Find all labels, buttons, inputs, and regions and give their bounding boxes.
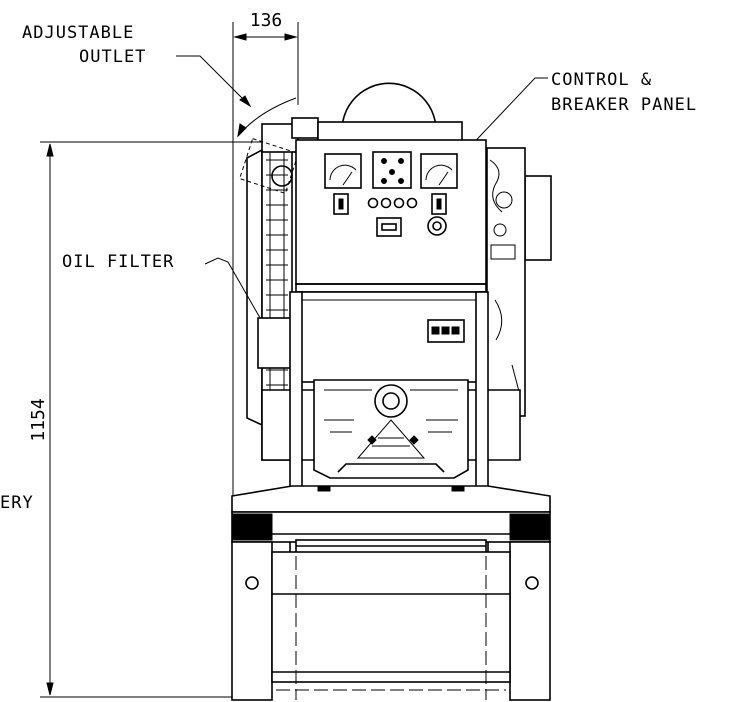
- exhaust-outlet: [239, 117, 319, 195]
- breaker-box: [295, 291, 487, 383]
- overall-height-value: 1154: [28, 398, 49, 441]
- adjustable-outlet-label-2: OUTLET: [79, 47, 146, 67]
- ammeter-icon: [420, 153, 458, 189]
- control-panel-label-2: BREAKER PANEL: [551, 95, 697, 115]
- outlet-width-value: 136: [250, 10, 283, 31]
- control-panel-label-1: CONTROL &: [551, 70, 652, 90]
- right-side-components: [486, 147, 552, 417]
- air-cleaner: [317, 82, 463, 143]
- overall-height-dimension: 1154: [28, 141, 292, 698]
- oil-filter-callout: OIL FILTER: [62, 252, 268, 332]
- battery-label-fragment: ERY: [0, 493, 34, 513]
- control-panel-callout: CONTROL & BREAKER PANEL: [463, 70, 697, 154]
- outlet-width-dimension: 136: [232, 10, 299, 500]
- control-panel: [295, 139, 487, 293]
- fuel-tank-base: [231, 541, 551, 701]
- radiator: [246, 148, 293, 427]
- adjustable-outlet-callout: ADJUSTABLE OUTLET: [22, 23, 297, 138]
- base-skid: [231, 485, 551, 555]
- emergency-stop-icon: [427, 216, 447, 236]
- voltmeter-icon: [324, 153, 362, 189]
- key-switch-icon: [376, 217, 402, 237]
- oil-filter-label: OIL FILTER: [62, 252, 174, 272]
- adjustable-outlet-label-1: ADJUSTABLE: [22, 23, 134, 43]
- alternator-fan-guard: [261, 379, 521, 479]
